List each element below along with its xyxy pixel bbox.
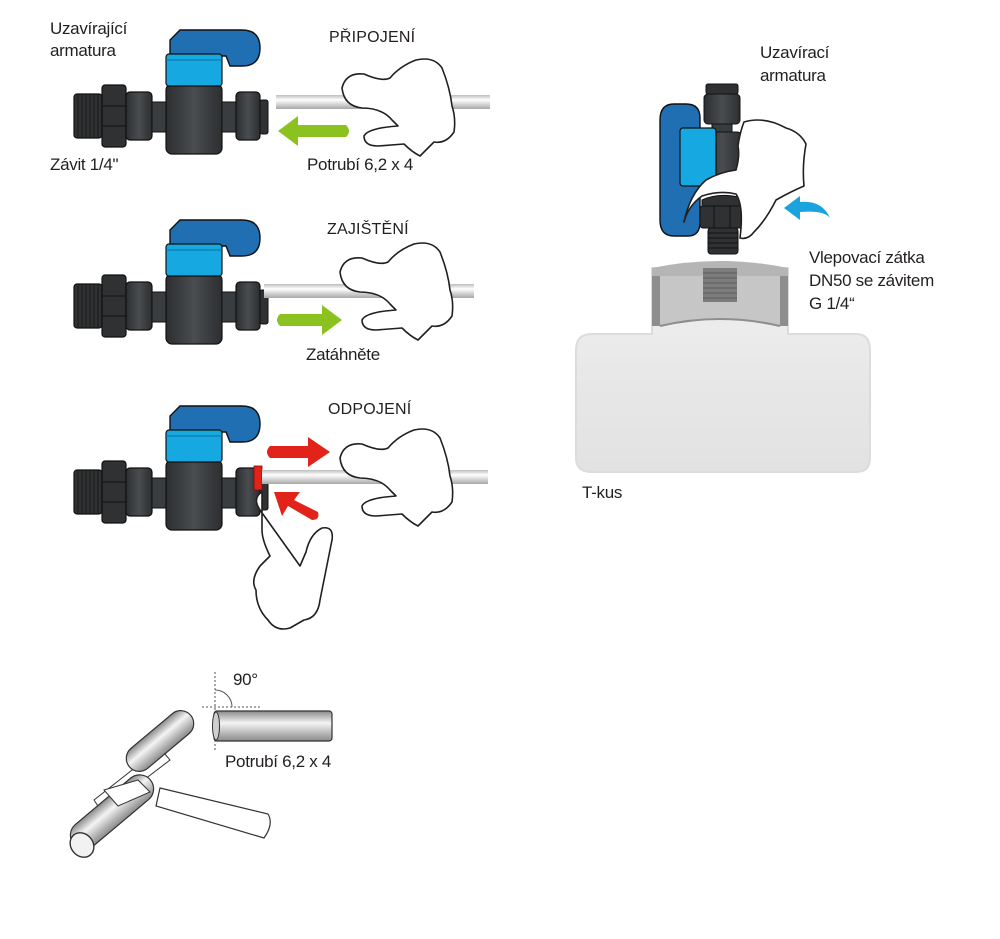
quick-connect-valve (73, 405, 269, 531)
tee-fitting (575, 267, 871, 473)
angle-label: 90° (233, 670, 258, 689)
cut-pipe-size-label: Potrubí 6,2 x 4 (225, 752, 332, 771)
cut-pipe (213, 710, 333, 742)
quick-connect-valve (73, 219, 269, 345)
heading-disconnect: ODPOJENÍ (328, 401, 412, 418)
tee-label: T-kus (582, 483, 623, 502)
heading-connect: PŘIPOJENÍ (329, 29, 416, 46)
red-right-arrow-icon (267, 437, 330, 467)
hand-icon (339, 428, 454, 527)
red-diagonal-arrow-icon (274, 492, 319, 520)
plug-label-line1: Vlepovací zátka (809, 248, 925, 267)
step-secure-illustration (73, 219, 474, 345)
pipe-size-label: Potrubí 6,2 x 4 (307, 155, 414, 174)
step-connect-illustration (73, 29, 490, 157)
green-right-arrow-icon (277, 305, 342, 335)
shutoff-valve-vertical (659, 83, 745, 255)
pipe-cutting-illustration (69, 672, 333, 858)
pointing-hand-icon (252, 491, 334, 630)
green-left-arrow-icon (278, 116, 349, 146)
tee-assembly-illustration (575, 83, 871, 473)
release-collar (253, 465, 263, 491)
heading-secure: ZAJIŠTĚNÍ (327, 221, 409, 238)
hand-icon (341, 58, 456, 157)
plug-label-line2: DN50 se závitem (809, 271, 934, 290)
blue-curved-arrow-icon (784, 196, 830, 220)
tee-valve-label-line1: Uzavírací (760, 43, 830, 62)
hand-icon (339, 242, 454, 341)
plug-label-line3: G 1/4“ (809, 294, 855, 313)
tee-valve-label-line2: armatura (760, 66, 826, 85)
valve-label-line2: armatura (50, 41, 116, 60)
pipe-cutter-icon (69, 710, 271, 858)
angle-arc (214, 689, 233, 708)
plug-thread (703, 268, 737, 302)
hand-icon (683, 119, 807, 240)
thread-label: Závit 1/4" (50, 155, 119, 174)
valve-label-line1: Uzavírající (50, 19, 127, 38)
step-disconnect-illustration (73, 405, 488, 630)
pull-instruction-label: Zatáhněte (306, 345, 380, 364)
